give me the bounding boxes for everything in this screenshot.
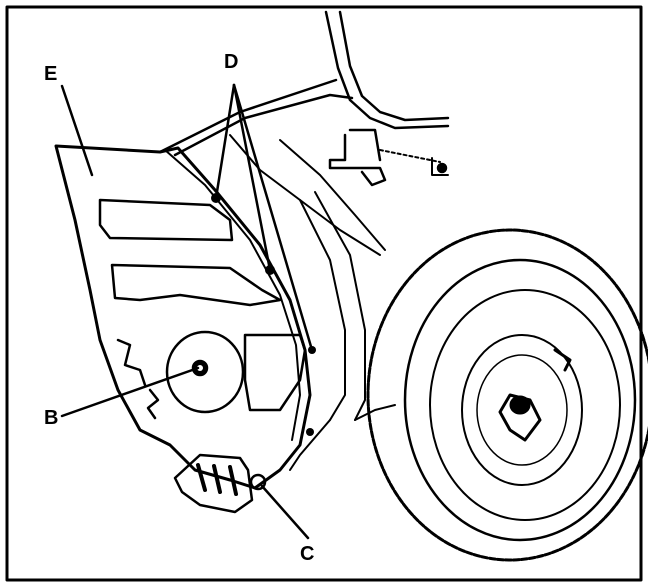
leader-d-3 bbox=[232, 83, 314, 352]
lower-bracket-c bbox=[173, 453, 267, 514]
fixing-disc-b bbox=[165, 330, 245, 414]
callout-label-d: D bbox=[224, 51, 238, 73]
callout-label-b: B bbox=[44, 407, 58, 429]
leader-c bbox=[260, 484, 310, 540]
wheel-arch-liner-panel bbox=[54, 144, 312, 490]
spare-wheel bbox=[366, 228, 648, 562]
callout-leader-lines bbox=[60, 83, 314, 540]
car-body-structure bbox=[158, 10, 450, 471]
figure-frame bbox=[5, 5, 643, 582]
leader-d-1 bbox=[214, 83, 236, 200]
leader-e bbox=[60, 84, 94, 177]
leader-b bbox=[60, 366, 200, 418]
callout-label-c: C bbox=[300, 543, 314, 565]
callout-label-e: E bbox=[44, 63, 57, 85]
leader-d-2 bbox=[232, 83, 272, 272]
